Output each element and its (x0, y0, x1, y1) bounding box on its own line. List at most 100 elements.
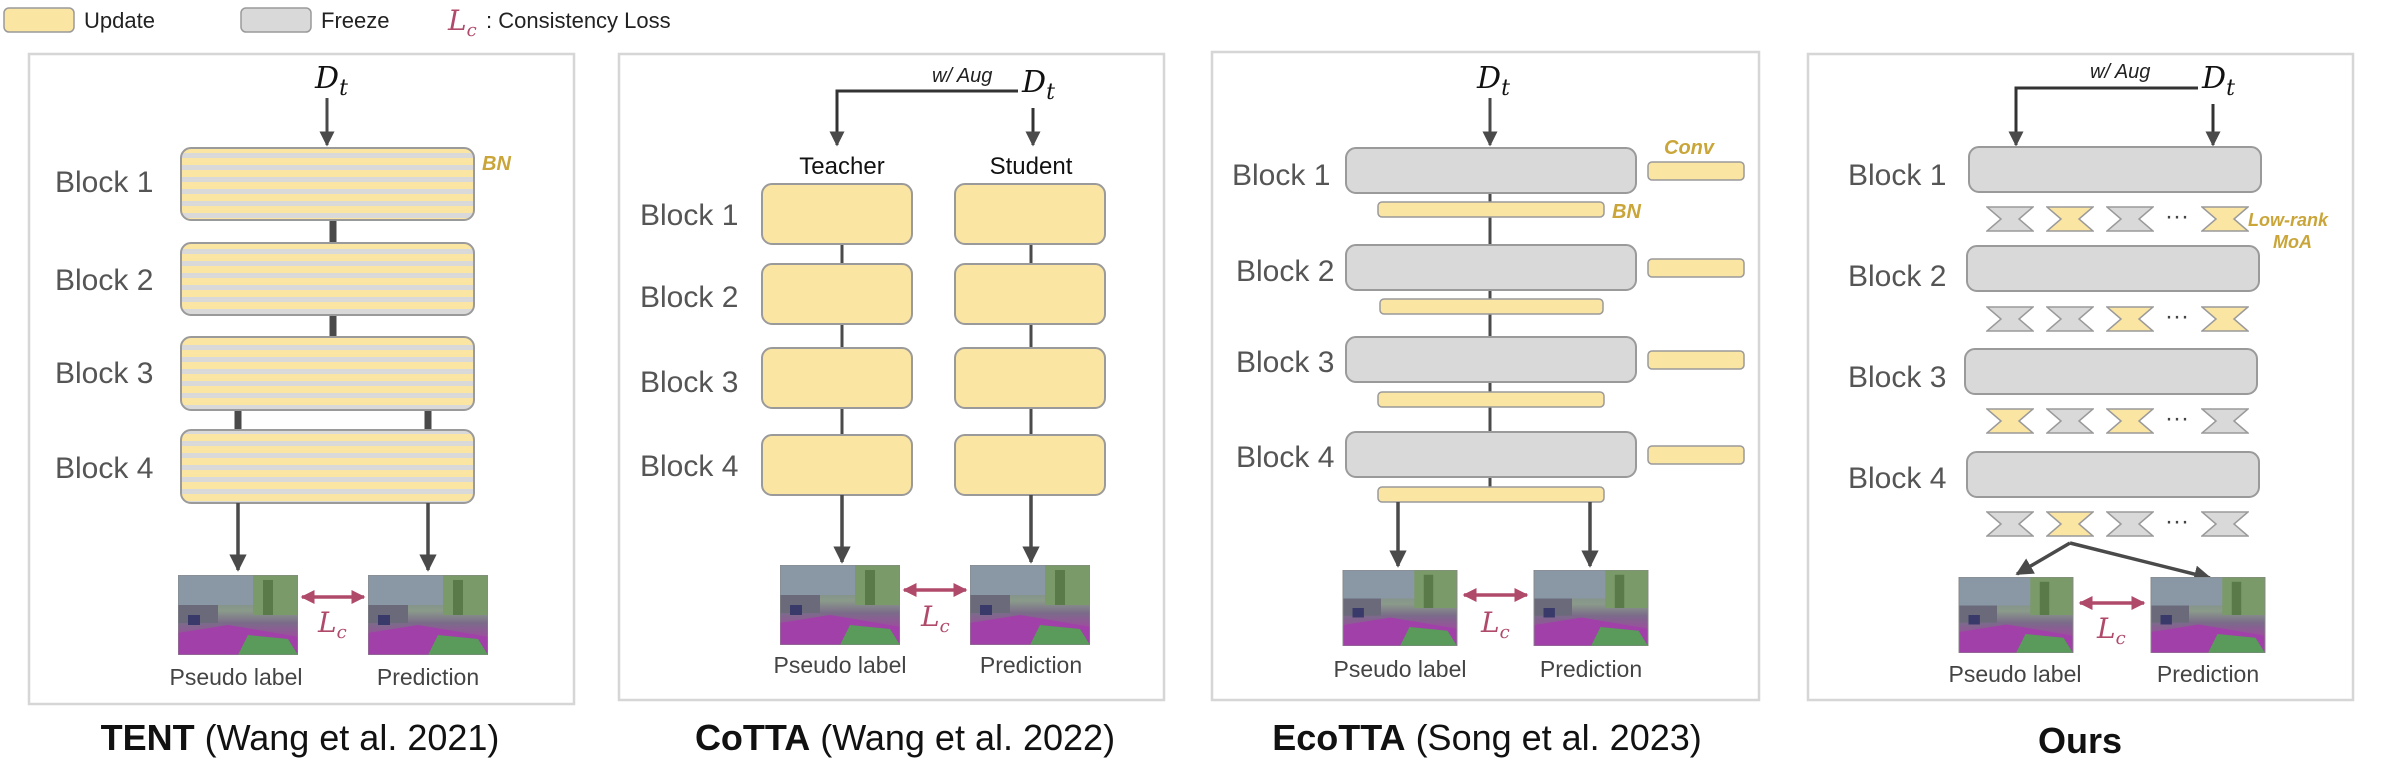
block-label-2: Block 2 (55, 264, 153, 297)
student-block-4 (954, 434, 1106, 496)
block-label-3: Block 3 (55, 357, 153, 390)
adapter-frozen (1986, 511, 2034, 537)
adapter-row-2: ··· (1986, 303, 2249, 332)
adapter-frozen (2106, 511, 2154, 537)
pseudo-label-caption: Pseudo label (1949, 661, 2082, 687)
aug-input-arrow (2008, 86, 2198, 147)
legend-update-swatch (3, 7, 75, 33)
dt-label: Dt (314, 61, 348, 101)
block-label-1: Block 1 (640, 199, 738, 232)
adapter-row-1: ··· (1986, 203, 2249, 232)
teacher-label: Teacher (799, 153, 884, 180)
adapter-updated (2201, 306, 2249, 332)
frozen-blocks (1964, 146, 2262, 498)
block-label-2: Block 2 (1848, 260, 1946, 293)
loss-label: Lc (2096, 612, 2126, 649)
block-label-2: Block 2 (640, 281, 738, 314)
teacher-blocks (761, 183, 913, 496)
bn-annotation: BN (1612, 201, 1641, 223)
pseudo-label-caption: Pseudo label (774, 652, 907, 678)
output-arrow-right (2069, 541, 2212, 583)
prediction-image (1533, 570, 1649, 646)
adapter-frozen (2046, 306, 2094, 332)
dt-label: Dt (1476, 61, 1510, 101)
ellipsis: ··· (2165, 405, 2189, 432)
adapter-row-4: ··· (1986, 508, 2249, 537)
aug-label: w/ Aug (932, 65, 992, 87)
block-stack (180, 147, 475, 504)
block-label-3: Block 3 (640, 366, 738, 399)
block-label-1: Block 1 (55, 166, 153, 199)
pseudo-label-caption: Pseudo label (170, 664, 303, 690)
pseudo-label-image (780, 565, 900, 645)
adapter-frozen (2046, 408, 2094, 434)
teacher-input-arrow (829, 89, 1018, 147)
block-3 (1964, 348, 2258, 395)
block-label-4: Block 4 (1236, 441, 1334, 474)
student-blocks (954, 183, 1106, 496)
panel-frame (1210, 50, 1761, 702)
block-label-4: Block 4 (1848, 462, 1946, 495)
panel-ecotta: Dt Conv BN Block 1 Block 2 Block 3 Block… (1210, 50, 1761, 758)
loss-label: Lc (317, 606, 347, 643)
legend-loss-symbol: Lc (447, 4, 477, 41)
dt-label: Dt (1021, 65, 1055, 105)
panel-cotta: Dt w/ Aug Teacher Student Block 1 Block … (617, 52, 1166, 758)
block-label-2: Block 2 (1236, 255, 1334, 288)
pseudo-label-image (1958, 577, 2074, 653)
legend-freeze-swatch (240, 7, 312, 33)
panel-title: CoTTA (Wang et al. 2022) (695, 717, 1115, 758)
block-3 (1345, 336, 1637, 383)
legend-update-label: Update (84, 8, 155, 33)
adapter-frozen (1986, 306, 2034, 332)
block-1 (1968, 146, 2262, 193)
conv-layers (1647, 161, 1745, 465)
aug-label: w/ Aug (2090, 61, 2150, 83)
block-3 (180, 336, 475, 411)
student-block-3 (954, 347, 1106, 409)
prediction-image (970, 565, 1090, 645)
block-2 (1966, 245, 2260, 292)
block-2 (180, 242, 475, 316)
pseudo-label-image (178, 575, 298, 655)
dt-label: Dt (2201, 61, 2235, 101)
bn-layer-4 (1377, 486, 1605, 503)
adapter-updated (2201, 206, 2249, 232)
bn-layer-3 (1377, 391, 1605, 408)
block-4 (180, 429, 475, 504)
block-2 (1345, 244, 1637, 291)
loss-label: Lc (1480, 606, 1510, 643)
conv-layer-2 (1647, 258, 1745, 278)
block-label-3: Block 3 (1848, 361, 1946, 394)
conv-layer-3 (1647, 350, 1745, 370)
conv-layer-1 (1647, 161, 1745, 181)
pseudo-label-image (1342, 570, 1458, 646)
frozen-blocks (1345, 147, 1637, 478)
block-label-4: Block 4 (55, 452, 153, 485)
moa-annotation-line1: Low-rank (2248, 210, 2329, 230)
student-label: Student (990, 153, 1073, 180)
bn-annotation: BN (482, 153, 511, 175)
adapter-updated (2046, 206, 2094, 232)
prediction-caption: Prediction (2157, 661, 2259, 687)
prediction-image (2150, 577, 2266, 653)
panel-tent: Dt Block 1 Block 2 Block 3 Block 4 BN Lc… (27, 52, 576, 758)
ellipsis: ··· (2165, 508, 2189, 535)
prediction-caption: Prediction (980, 652, 1082, 678)
teacher-block-1 (761, 183, 913, 245)
student-block-2 (954, 263, 1106, 325)
conv-annotation: Conv (1664, 137, 1716, 159)
legend-freeze-label: Freeze (321, 8, 389, 33)
panel-frame (1806, 52, 2355, 702)
moa-annotation-line2: MoA (2273, 232, 2312, 252)
adapter-row-3: ··· (1986, 405, 2249, 434)
legend-loss-label: : Consistency Loss (486, 8, 671, 33)
panel-title: TENT (Wang et al. 2021) (101, 717, 500, 758)
adapter-updated (2046, 511, 2094, 537)
adapter-updated (2106, 306, 2154, 332)
block-1 (180, 147, 475, 221)
block-4 (1966, 451, 2260, 498)
teacher-block-3 (761, 347, 913, 409)
ellipsis: ··· (2165, 203, 2189, 230)
